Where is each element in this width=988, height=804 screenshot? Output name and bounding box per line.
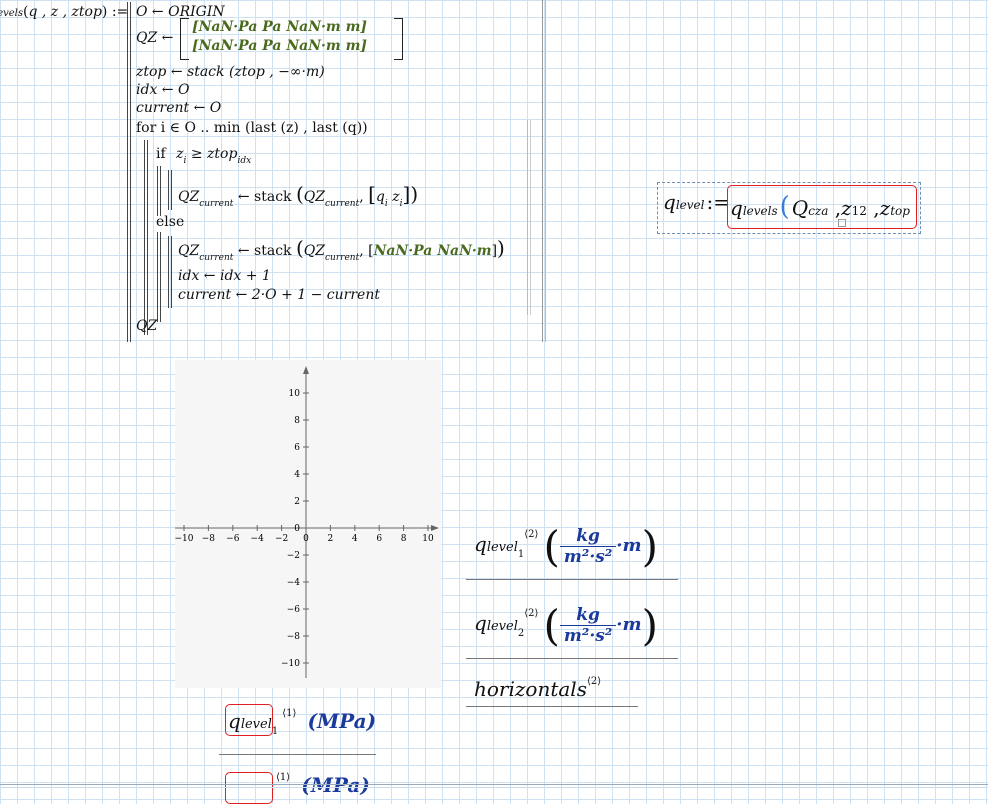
line-return-qz[interactable]: QZ [136,318,158,334]
program-bar-outer-1 [127,2,128,342]
else-inner-bar-2 [171,236,172,308]
function-header: levels(q , z , ztop) := [0,4,128,20]
q-levels-call-text: qlevels(Qcza ,z12 ,ztop [730,192,910,222]
x-tick-label: −2 [275,534,288,544]
y-tick-label: −6 [287,605,301,615]
result-separator-1 [466,579,678,580]
program-bar-outer-2 [130,2,131,342]
result-horizontals-col2[interactable]: horizontals⟨2⟩ [474,676,602,701]
if-inner-bar-1 [168,170,169,210]
line-ztop-stack[interactable]: ztop ← stack (ztop , −∞·m) [136,64,325,80]
x-tick-label: 4 [352,534,358,544]
x-tick-label: 2 [328,534,334,544]
q-level-2-selected[interactable] [225,772,273,804]
y-tick-label: −10 [281,659,300,669]
y-tick-label: 4 [294,470,300,480]
x-tick-label: −4 [251,534,265,544]
line-else[interactable]: else [156,214,185,230]
line-current-toggle[interactable]: current ← 2·O + 1 − current [178,287,380,303]
x-tick-label: 0 [303,534,309,544]
line-idx-init[interactable]: idx ← O [136,82,190,98]
x-tick-label: −10 [175,534,194,544]
for-region-edge-2 [530,120,531,315]
line-qz-assign[interactable]: QZ ← [136,30,174,46]
x-tick-label: 8 [401,534,407,544]
x-tick-label: −8 [202,534,216,544]
result-q-level-1-col1[interactable]: qlevel1⟨1⟩ (MPa) [228,708,377,737]
line-if-body[interactable]: QZcurrent ← stack (QZcurrent, [qi zi]) [178,182,419,209]
line-idx-increment[interactable]: idx ← idx + 1 [178,268,271,284]
y-tick-label: 6 [294,443,300,453]
page-break-line-2 [0,787,988,788]
y-tick-label: 10 [289,389,301,399]
y-tick-label: −8 [287,632,301,642]
for-body-bar-2 [147,140,148,335]
x-tick-label: 10 [422,534,434,544]
line-origin[interactable]: O ← ORIGIN [136,4,225,20]
result-separator-3 [466,706,638,707]
definition-region[interactable] [657,182,921,234]
for-region-edge [527,120,528,315]
q-level-1-selected[interactable] [225,704,273,736]
y-tick-label: −4 [287,578,301,588]
if-inner-bar-2 [171,170,172,210]
placeholder-box[interactable] [838,219,846,227]
function-sub: levels [0,8,24,19]
q-level-definition[interactable]: qlevel:= [663,190,730,214]
if-body-bar-2 [160,166,161,216]
line-for-loop[interactable]: for i ∈ O .. min (last (z) , last (q)) [136,120,368,136]
program-region-right-edge [542,0,543,342]
result-q-level-2-col1[interactable]: ⟨1⟩ (MPa) [276,772,370,797]
function-args: q , z , ztop [28,4,102,20]
q-levels-call[interactable] [727,185,917,229]
nan-row-2[interactable]: [NaN·Pa Pa NaN·m m] [192,38,368,54]
y-tick-label: 8 [294,416,300,426]
result-separator-4 [219,754,376,755]
y-tick-label: 0 [294,524,300,534]
else-body-bar-1 [157,232,158,322]
line-if[interactable]: if zi ≥ ztopidx [156,146,252,166]
x-tick-label: 6 [376,534,382,544]
matrix-right-bracket [394,18,403,60]
define-operator: := [111,4,129,20]
result-separator-2 [466,658,678,659]
y-tick-label: −2 [287,551,300,561]
x-tick-label: −6 [226,534,240,544]
y-tick-label: 2 [294,497,300,507]
else-inner-bar-1 [168,236,169,308]
for-body-bar-1 [144,140,145,335]
page-break-line [0,784,988,785]
else-body-bar-2 [160,232,161,322]
line-current-init[interactable]: current ← O [136,100,222,116]
nan-row-1[interactable]: [NaN·Pa Pa NaN·m m] [192,19,368,35]
if-body-bar-1 [157,166,158,216]
line-else-body-1[interactable]: QZcurrent ← stack (QZcurrent, [NaN·Pa Na… [178,236,505,263]
matrix-left-bracket [180,18,189,60]
program-region-right-edge-2 [545,0,546,342]
